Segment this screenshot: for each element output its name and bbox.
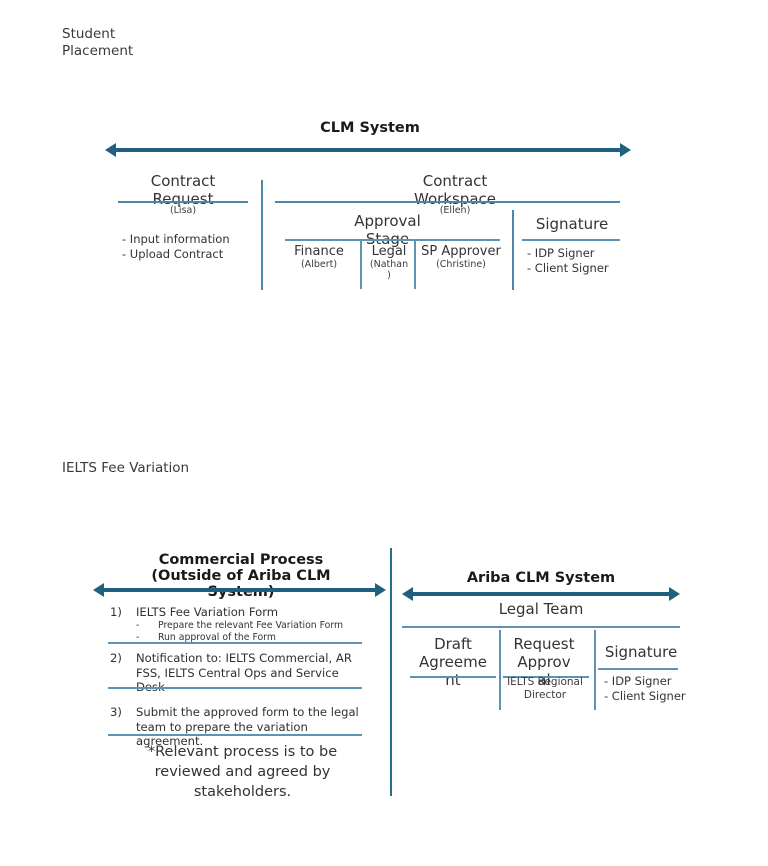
list-item-text: Notification to: IELTS Commercial, AR FS… [136,651,352,694]
clm-section-divider [261,180,263,290]
arrow-line [102,588,377,592]
list-divider-3 [108,734,362,736]
approval-col-divider-2 [414,241,416,289]
ariba-col-divider-1 [499,630,501,710]
signature-title: Signature [535,215,609,233]
approval-col-sp-approver: SP Approver [421,244,501,259]
list-subitem-text: Run approval of the Form [158,631,276,643]
list-subitem: - Prepare the relevant Fee Variation For… [136,620,368,632]
ielts-section-divider [390,548,392,796]
signature-bullets: - IDP Signer - Client Signer [527,246,609,275]
approval-col-divider-1 [360,241,362,289]
relevant-process-note: *Relevant process is to be reviewed and … [147,744,338,800]
contract-request-bullets: - Input information - Upload Contract [122,232,230,261]
student-placement-label: Student Placement [62,26,134,59]
legal-team-title: Legal Team [498,600,584,618]
ariba-col-request-underline [503,676,589,678]
list-item: 2) Notification to: IELTS Commercial, AR… [110,651,362,695]
list-item-text: Submit the approved form to the legal te… [136,705,359,748]
dash-bullet-icon: - [136,619,140,631]
arrow-head-left-icon [105,143,116,157]
ielts-fee-variation-label: IELTS Fee Variation [62,460,190,476]
ariba-col-signature-underline [598,668,678,670]
list-item: 1) IELTS Fee Variation Form - Prepare th… [110,605,368,644]
contract-request-title: Contract Request [150,172,216,208]
contract-request-owner: (Lisa) [169,205,197,216]
clm-system-title: CLM System [320,120,420,136]
approval-col-finance-owner: (Albert) [300,259,338,270]
ariba-col-draft-underline [410,676,496,678]
list-subitem: - Run approval of the Form [136,632,368,644]
contract-workspace-owner: (Ellen) [439,205,471,216]
approval-col-legal: Legal [371,244,407,259]
signature-section-divider [512,210,514,290]
list-divider-1 [108,642,362,644]
ariba-col-request-approval: Request Approv al [513,635,575,689]
ariba-clm-arrow [402,586,680,602]
approval-stage-title: Approval Stage [354,212,421,248]
ariba-clm-system-title: Ariba CLM System [466,570,616,586]
list-item-number: 1) [110,605,122,619]
arrow-head-left-icon [93,583,104,597]
approval-col-legal-owner: (Nathan ) [369,259,409,281]
ariba-col-draft-agreement: Draft Agreeme nt [419,635,487,689]
contract-workspace-underline [275,201,620,203]
approval-col-finance: Finance [294,244,344,259]
arrow-head-right-icon [375,583,386,597]
legal-team-underline [402,626,680,628]
ariba-signature-bullets: - IDP Signer - Client Signer [604,674,686,703]
signature-underline [522,239,620,241]
approval-stage-underline [285,239,500,241]
ariba-col-divider-2 [594,630,596,710]
arrow-head-right-icon [620,143,631,157]
ariba-col-request-owner: IELTS Regional Director [507,676,583,701]
list-subitem-text: Prepare the relevant Fee Variation Form [158,619,344,631]
list-item-text: IELTS Fee Variation Form [136,605,279,619]
dash-bullet-icon: - [136,631,140,643]
clm-system-arrow [105,142,631,158]
arrow-head-right-icon [669,587,680,601]
list-item-number: 2) [110,651,122,665]
ariba-col-signature: Signature [604,643,678,661]
arrow-head-left-icon [402,587,413,601]
contract-workspace-title: Contract Workspace [414,172,496,208]
list-divider-2 [108,687,362,689]
arrow-line [114,148,622,152]
arrow-line [411,592,671,596]
list-item: 3) Submit the approved form to the legal… [110,705,362,749]
contract-request-underline [118,201,248,203]
commercial-process-arrow [93,582,386,598]
list-item-number: 3) [110,705,122,719]
approval-col-sp-approver-owner: (Christine) [436,259,486,270]
